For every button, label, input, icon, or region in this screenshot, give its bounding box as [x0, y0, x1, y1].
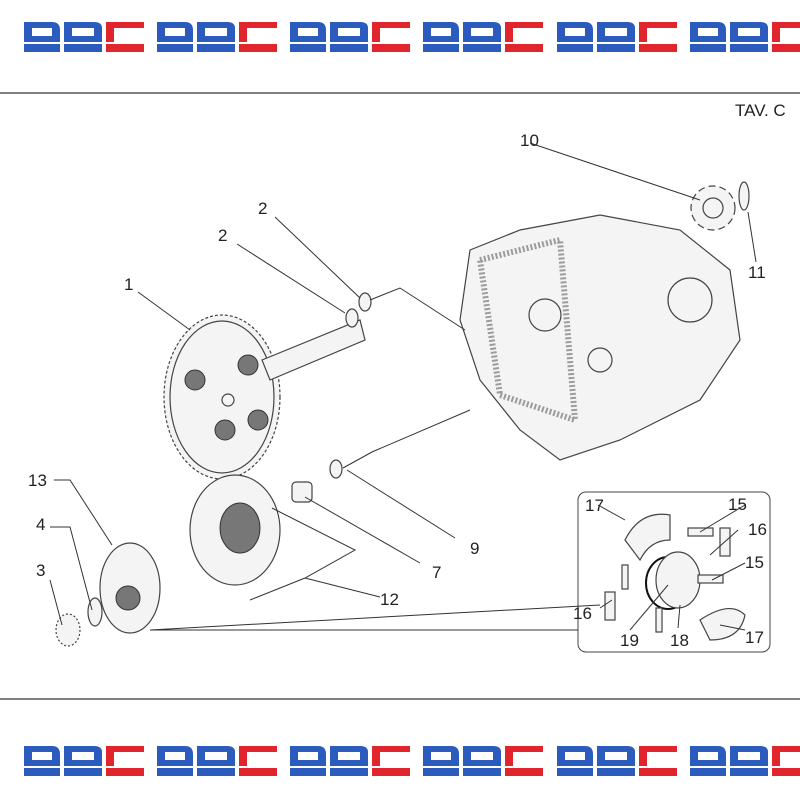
callout-10: 10: [520, 131, 539, 150]
circlip: [738, 181, 750, 211]
callout-9: 9: [470, 539, 479, 558]
dbf-logo: [423, 746, 543, 776]
circlip: [87, 597, 103, 627]
callout-labels: 1 2 2 3 4 7 9 10 11 12 13 15 15 16 16 17…: [28, 131, 767, 650]
callout-1: 1: [124, 275, 133, 294]
leader-lines: [49, 142, 757, 631]
dbf-logo: [423, 22, 543, 52]
dbf-logo: [557, 22, 677, 52]
callout-16: 16: [748, 520, 767, 539]
callout-17: 17: [745, 628, 764, 647]
washer: [345, 308, 359, 328]
dbf-logo: [557, 746, 677, 776]
washer: [329, 459, 343, 479]
callout-15: 15: [728, 495, 747, 514]
dbf-logo: [157, 746, 277, 776]
callout-3: 3: [36, 561, 45, 580]
logo-row-top: [24, 22, 800, 52]
callout-7: 7: [432, 563, 441, 582]
plate-title: TAV. C: [735, 101, 786, 120]
callout-15: 15: [745, 553, 764, 572]
nut: [55, 613, 81, 647]
logo-row-bottom: [24, 746, 800, 776]
washer: [358, 292, 372, 312]
dbf-logo: [290, 746, 410, 776]
clutch-bell: [189, 474, 281, 586]
dbf-logo: [157, 22, 277, 52]
callout-2: 2: [218, 226, 227, 245]
main-gear: [163, 314, 366, 480]
callout-17: 17: [585, 496, 604, 515]
callout-19: 19: [620, 631, 639, 650]
clutch-assembly: [99, 542, 161, 634]
callout-2: 2: [258, 199, 267, 218]
callout-13: 13: [28, 471, 47, 490]
bushing: [291, 481, 313, 503]
sprocket: [690, 185, 736, 231]
dbf-logo: [290, 22, 410, 52]
inset-parts: [604, 513, 746, 641]
dbf-logo: [690, 22, 800, 52]
callout-18: 18: [670, 631, 689, 650]
dbf-logo: [24, 746, 144, 776]
callout-12: 12: [380, 590, 399, 609]
crankcase: [459, 214, 741, 461]
dbf-logo: [690, 746, 800, 776]
inset-box: [577, 491, 771, 653]
dbf-logo: [24, 22, 144, 52]
callout-11: 11: [748, 263, 766, 282]
callout-4: 4: [36, 515, 45, 534]
callout-16: 16: [573, 604, 592, 623]
